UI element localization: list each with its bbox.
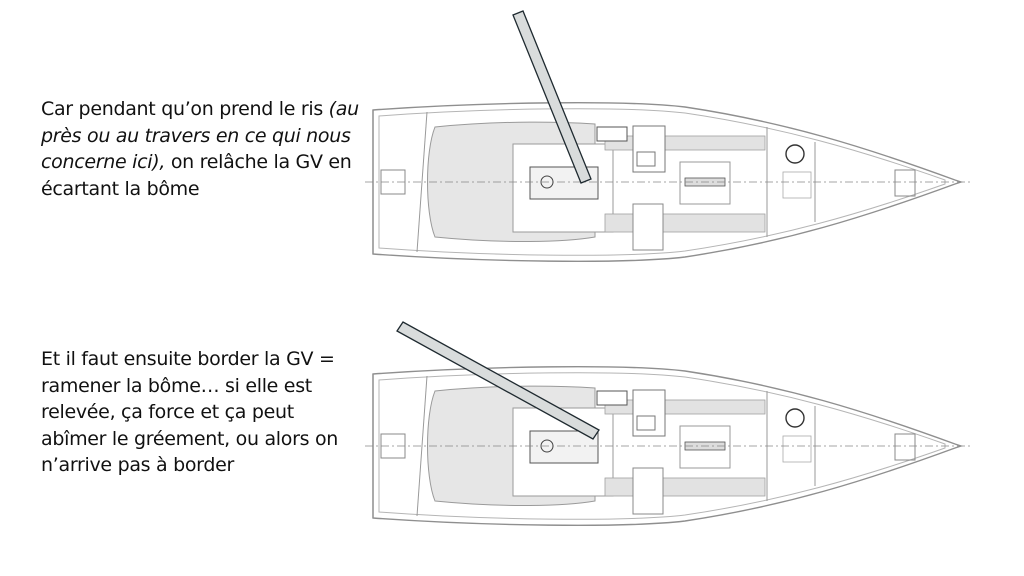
caption-text: on relâche la GV en écartant la bôme (41, 151, 352, 200)
boom-eased-out (512, 10, 592, 184)
caption-text: Car pendant qu’on prend le ris (41, 98, 329, 120)
boom-raised (396, 321, 600, 440)
caption-boom-eased: Car pendant qu’on prend le ris (au près … (41, 96, 361, 202)
boat-plan-bottom (364, 366, 971, 526)
boat-plan-top (364, 102, 971, 262)
caption-italic-note: (au près ou au travers en ce qui nous co… (41, 98, 359, 173)
caption-sheeting-in: Et il faut ensuite border la GV = ramene… (41, 348, 339, 476)
